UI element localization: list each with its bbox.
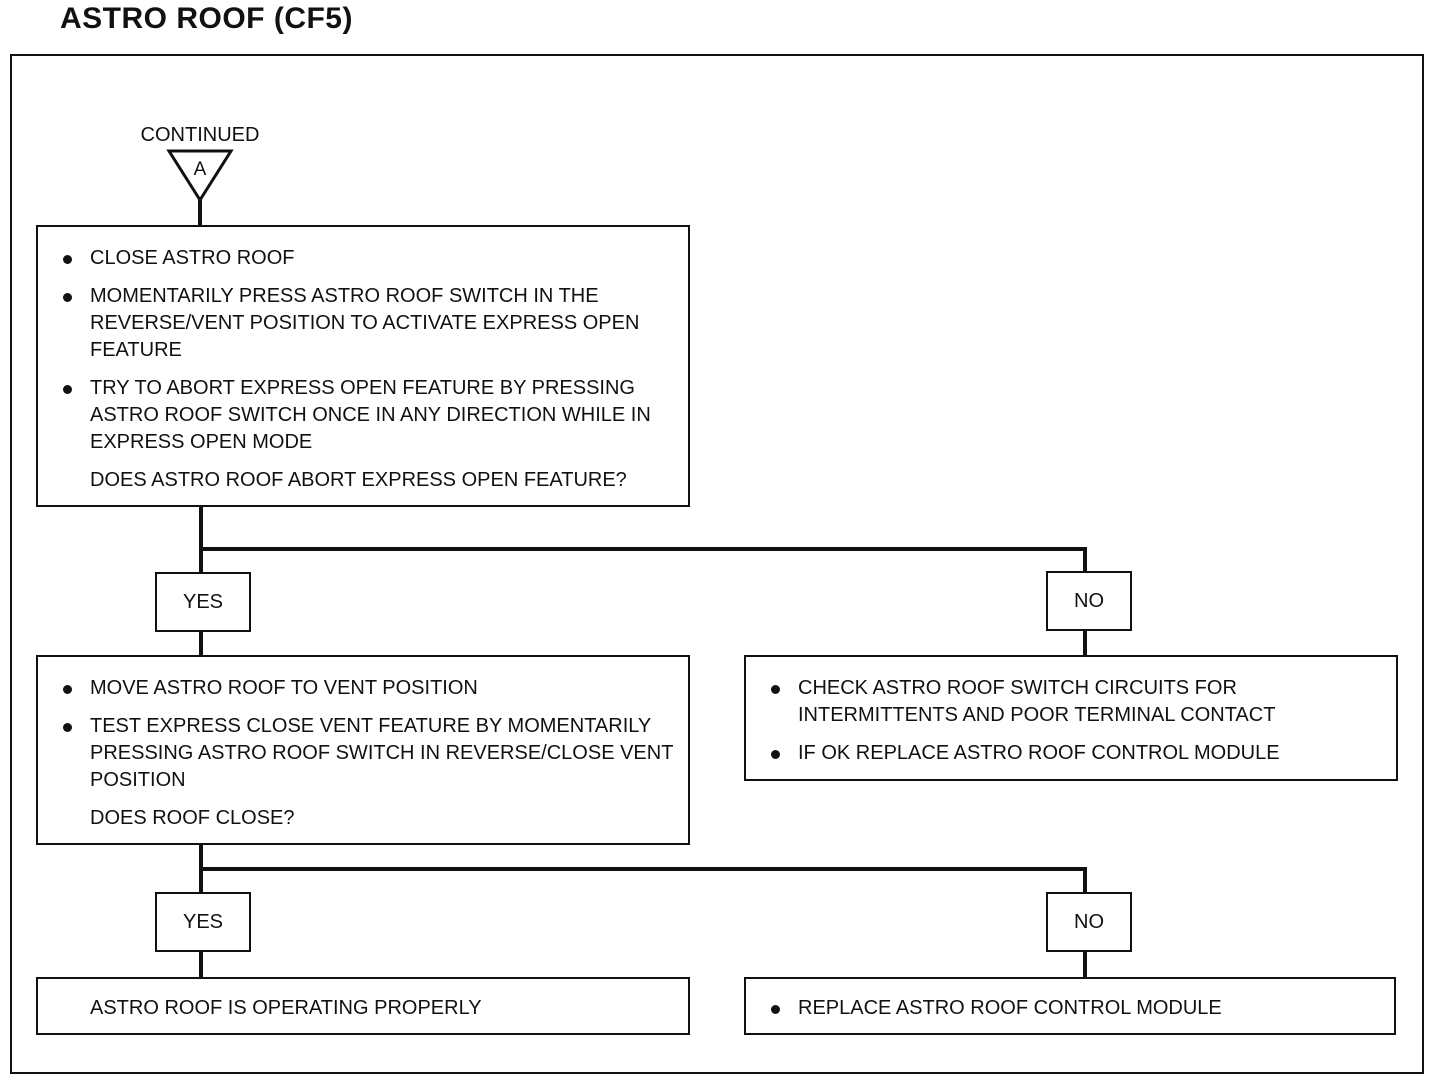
step2-box: MOVE ASTRO ROOF TO VENT POSITION TEST EX… xyxy=(36,655,690,845)
connector-line xyxy=(199,507,203,573)
step1-item: TRY TO ABORT EXPRESS OPEN FEATURE BY PRE… xyxy=(38,375,688,456)
connector-line xyxy=(1083,547,1087,573)
step2-item: MOVE ASTRO ROOF TO VENT POSITION xyxy=(38,675,688,702)
connector-triangle: A xyxy=(166,149,234,226)
result-yes-box: ASTRO ROOF IS OPERATING PROPERLY xyxy=(36,977,690,1035)
result-yes-text: ASTRO ROOF IS OPERATING PROPERLY xyxy=(90,997,482,1019)
connector-line xyxy=(199,631,203,657)
connector-line xyxy=(199,547,1087,551)
connector-line xyxy=(1083,630,1087,657)
no1-item: CHECK ASTRO ROOF SWITCH CIRCUITS FOR INT… xyxy=(746,675,1356,729)
step1-item: MOMENTARILY PRESS ASTRO ROOF SWITCH IN T… xyxy=(38,283,688,364)
no-label-2: NO xyxy=(1046,892,1132,952)
yes-label-2: YES xyxy=(155,892,251,952)
no1-item: IF OK REPLACE ASTRO ROOF CONTROL MODULE xyxy=(746,740,1356,767)
result-no-item: REPLACE ASTRO ROOF CONTROL MODULE xyxy=(746,995,1394,1022)
result-no-list: REPLACE ASTRO ROOF CONTROL MODULE xyxy=(746,995,1394,1022)
result-no-box: REPLACE ASTRO ROOF CONTROL MODULE xyxy=(744,977,1396,1035)
connector-line xyxy=(1083,867,1087,893)
page-title: ASTRO ROOF (CF5) xyxy=(60,2,353,35)
flowchart-frame xyxy=(10,54,1424,1074)
step1-item: CLOSE ASTRO ROOF xyxy=(38,245,688,272)
step1-question: DOES ASTRO ROOF ABORT EXPRESS OPEN FEATU… xyxy=(90,469,627,491)
no1-box: CHECK ASTRO ROOF SWITCH CIRCUITS FOR INT… xyxy=(744,655,1398,781)
connector-line xyxy=(1083,951,1087,978)
step2-list: MOVE ASTRO ROOF TO VENT POSITION TEST EX… xyxy=(38,675,688,794)
continued-connector: CONTINUED xyxy=(130,124,270,147)
yes-label-1: YES xyxy=(155,572,251,632)
no1-list: CHECK ASTRO ROOF SWITCH CIRCUITS FOR INT… xyxy=(746,675,1356,767)
no-label-1: NO xyxy=(1046,571,1132,631)
connector-label: CONTINUED xyxy=(140,124,260,146)
step1-list: CLOSE ASTRO ROOF MOMENTARILY PRESS ASTRO… xyxy=(38,245,688,456)
step2-question: DOES ROOF CLOSE? xyxy=(90,807,295,829)
connector-line xyxy=(199,867,1087,871)
connector-letter: A xyxy=(194,159,207,180)
step2-item: TEST EXPRESS CLOSE VENT FEATURE BY MOMEN… xyxy=(38,713,688,794)
step1-box: CLOSE ASTRO ROOF MOMENTARILY PRESS ASTRO… xyxy=(36,225,690,507)
connector-line xyxy=(199,951,203,978)
